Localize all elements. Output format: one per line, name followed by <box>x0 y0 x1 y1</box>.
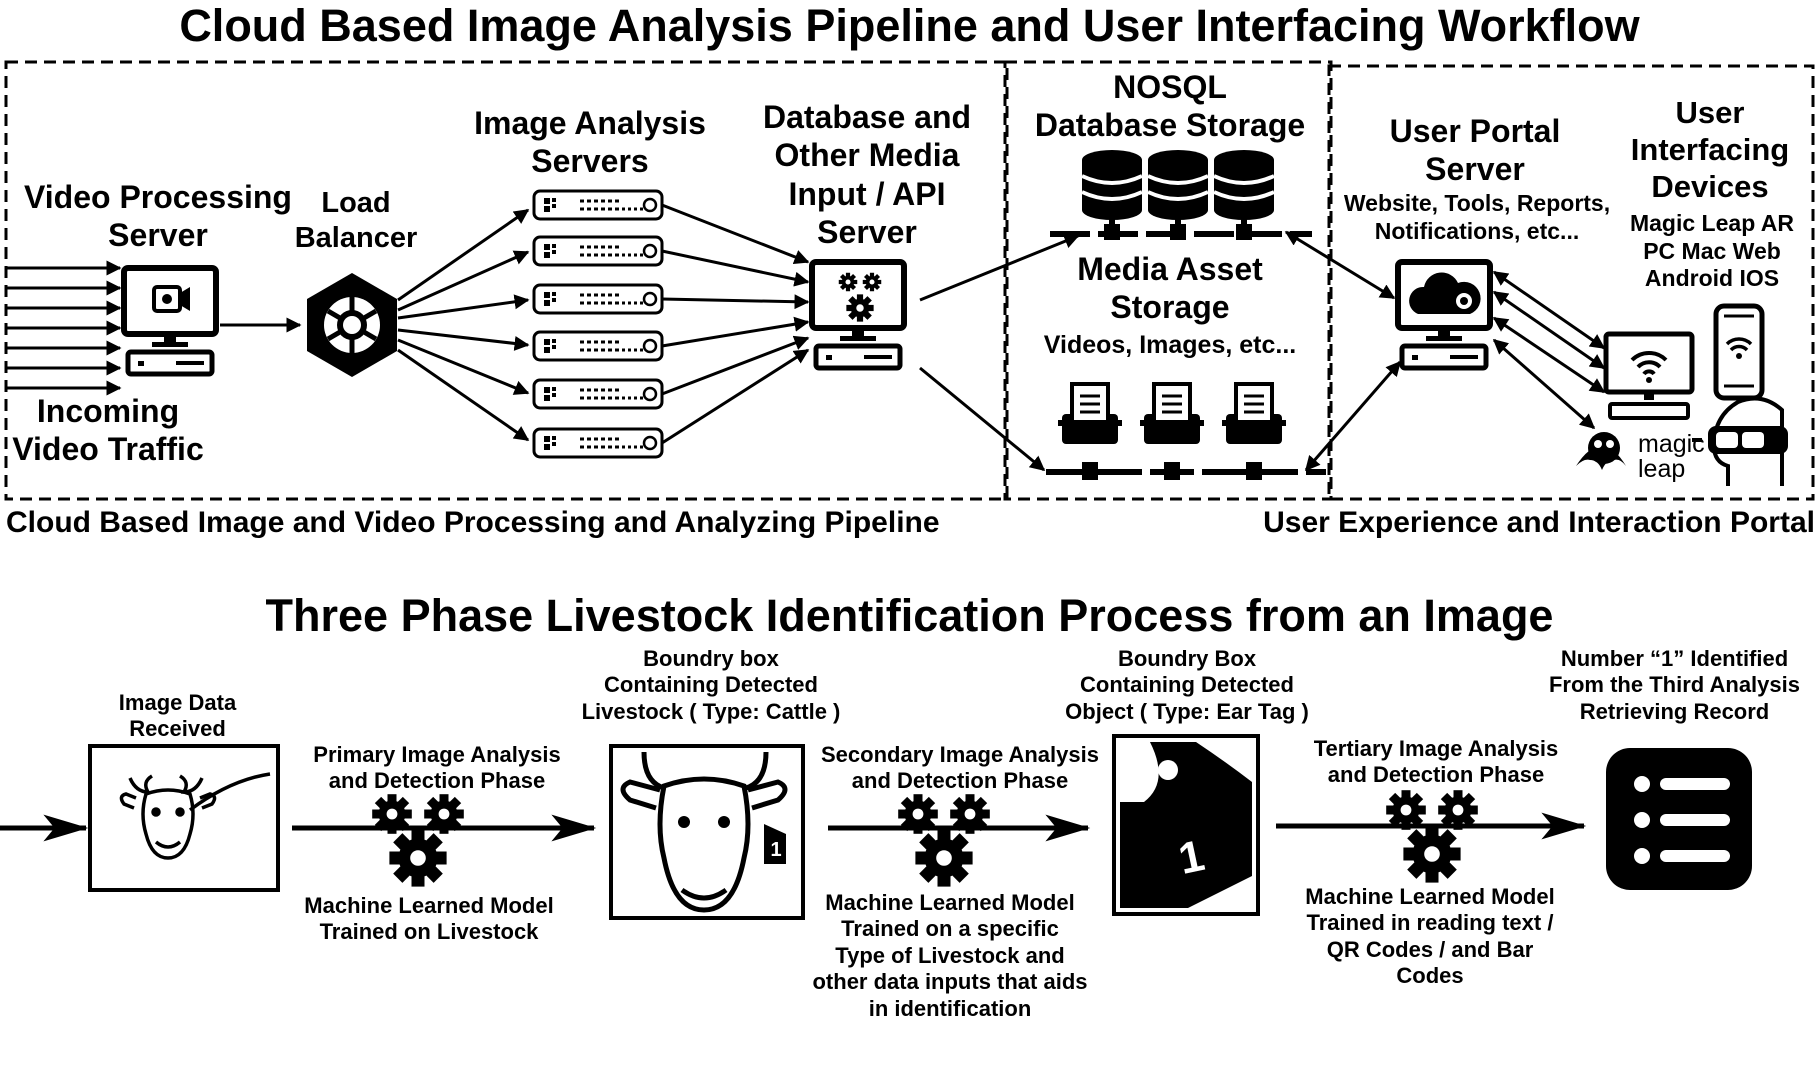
pipeline-zone <box>4 60 1009 501</box>
smartphone-wifi-icon <box>1713 303 1765 401</box>
media-portal-arrow <box>1304 360 1402 472</box>
lb-to-servers-arrows <box>397 208 530 442</box>
gear-icon <box>1386 790 1478 883</box>
magic-leap-logo-text: magic leap <box>1638 430 1705 483</box>
phase1-label: Primary Image Analysis and Detection Pha… <box>313 742 561 794</box>
video-server-label: Video Processing Server <box>24 179 292 254</box>
load-balancer-label: Load Balancer <box>294 187 418 254</box>
model2-label: Machine Learned Model Trained on a speci… <box>812 890 1088 1021</box>
vr-headset-head-icon <box>1692 396 1788 486</box>
image-received-label: Image Data Received <box>118 690 237 742</box>
result-label: Number “1” Identified From the Third Ana… <box>1548 646 1800 724</box>
phase3-label: Tertiary Image Analysis and Detection Ph… <box>1313 736 1559 788</box>
portal-server-icon <box>1398 262 1490 368</box>
analysis-servers-label: Image Analysis Servers <box>474 105 706 180</box>
api-to-nosql-arrow <box>919 234 1080 302</box>
incoming-traffic-label: Incoming Video Traffic <box>12 393 204 468</box>
model3-label: Machine Learned Model Trained in reading… <box>1305 884 1555 989</box>
video-server-icon <box>124 268 216 374</box>
cow-tag-icon <box>620 751 788 913</box>
model1-label: Machine Learned Model Trained on Livesto… <box>304 893 554 945</box>
api-to-media-arrow <box>919 366 1046 472</box>
image-data-box <box>88 744 280 892</box>
nosql-label: NOSQL Database Storage <box>1034 69 1306 144</box>
portal-device-arrows <box>1492 270 1606 430</box>
main-title: Cloud Based Image Analysis Pipeline and … <box>179 0 1640 51</box>
pipeline-zone-caption: Cloud Based Image and Video Processing a… <box>6 506 940 539</box>
server-rack-icon <box>532 189 664 459</box>
magic-leap-logo-icon <box>1576 432 1626 470</box>
list-record-icon <box>1606 748 1752 890</box>
phase2-label: Secondary Image Analysis and Detection P… <box>821 742 1099 794</box>
file-storage-icon <box>1046 382 1326 480</box>
portal-zone-caption: User Experience and Interaction Portal <box>1263 506 1815 539</box>
cow-head-icon <box>119 772 271 860</box>
devices-label: User Interfacing Devices <box>1630 95 1790 205</box>
livestock-box-label: Boundry box Containing Detected Livestoc… <box>581 646 841 724</box>
ear-tag-box-label: Boundry Box Containing Detected Object (… <box>1065 646 1309 724</box>
portal-server-sub-label: Website, Tools, Reports, Notifications, … <box>1343 190 1611 244</box>
api-server-icon <box>812 262 904 368</box>
storage-zone <box>1003 60 1333 501</box>
api-server-label: Database and Other Media Input / API Ser… <box>762 99 972 251</box>
portal-server-label: User Portal Server <box>1389 113 1561 188</box>
incoming-traffic-arrows <box>6 260 122 396</box>
gear-icon <box>898 794 990 887</box>
media-storage-label: Media Asset Storage <box>1077 251 1263 326</box>
load-balancer-icon <box>307 273 397 377</box>
devices-sub-label: Magic Leap AR PC Mac Web Android IOS <box>1629 210 1794 292</box>
monitor-wifi-icon <box>1603 331 1695 420</box>
servers-to-api-arrows <box>661 203 810 445</box>
nosql-portal-arrow <box>1284 230 1396 300</box>
ear-tag-icon <box>1120 742 1252 908</box>
media-storage-sub-label: Videos, Images, etc... <box>1043 331 1297 359</box>
cow-tag-number: 1 <box>770 839 781 861</box>
database-stack-icon <box>1050 148 1312 240</box>
process-title: Three Phase Livestock Identification Pro… <box>265 590 1554 641</box>
gear-icon <box>372 794 464 887</box>
